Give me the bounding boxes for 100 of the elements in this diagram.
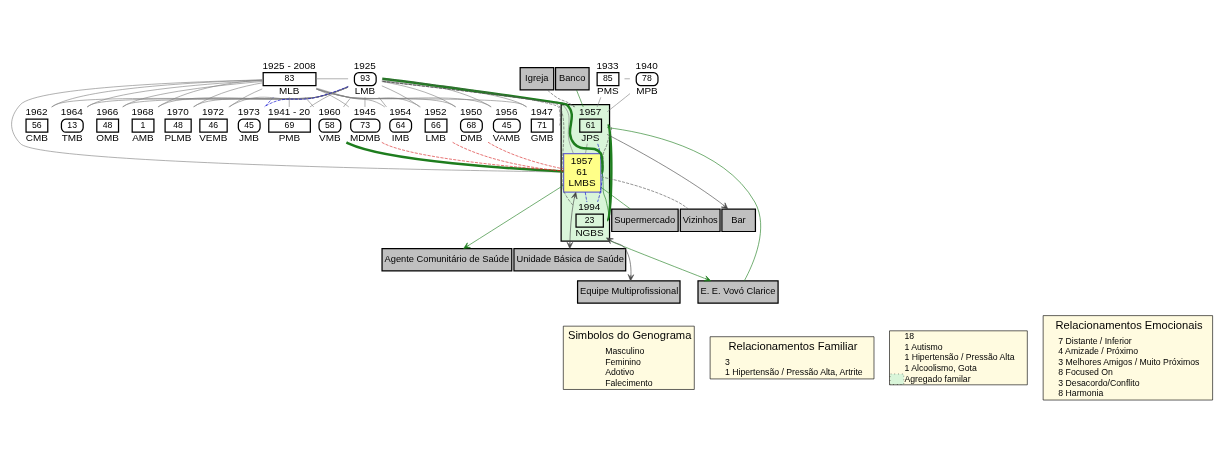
node-label: VEMB xyxy=(199,131,228,143)
connector xyxy=(597,143,603,203)
connector xyxy=(378,97,387,108)
connector xyxy=(11,79,564,173)
node-box: 93 xyxy=(353,71,377,87)
node-label: CMB xyxy=(25,131,48,143)
node-box: 61 xyxy=(579,118,603,133)
node-label: 1960 xyxy=(318,106,341,118)
node-box: 83 xyxy=(262,71,317,87)
node-label: TMB xyxy=(61,131,83,143)
legend-label: Agregado familar xyxy=(904,373,971,384)
legend-label: Feminino xyxy=(605,356,641,367)
node-label: 1941 - 20 xyxy=(268,106,311,118)
connector xyxy=(309,86,349,108)
node-label: DMB xyxy=(460,131,483,143)
arrow xyxy=(606,134,729,210)
node-box: 85 xyxy=(596,71,620,87)
node-label: 1947 xyxy=(530,106,553,118)
node-box: 66 xyxy=(424,118,448,133)
node-box: 69 xyxy=(268,118,311,133)
node-label: 1952 xyxy=(424,106,447,118)
legend-label: 18 xyxy=(904,331,915,342)
node-box: 68 xyxy=(459,118,483,133)
connector xyxy=(193,82,263,108)
node-label: PLMB xyxy=(164,131,192,143)
node-label: PMB xyxy=(278,131,301,143)
node-label: 1973 xyxy=(237,106,260,118)
node-label: 1925 xyxy=(353,59,376,71)
node-label: 1994 xyxy=(578,201,601,213)
node-label: 1966 xyxy=(96,106,119,118)
connector xyxy=(193,86,349,108)
arrow xyxy=(606,237,635,282)
legend-label: 1 Hipertensão / Pressão Alta xyxy=(904,352,1015,363)
node-label: 1940 xyxy=(635,59,658,71)
node-label: PMS xyxy=(597,85,619,97)
legend-label: 1 Autismo xyxy=(904,341,943,352)
arrow xyxy=(606,237,712,282)
connector xyxy=(304,97,315,108)
node-label: 1972 xyxy=(202,106,225,118)
node-label: 1945 xyxy=(353,106,376,118)
connector xyxy=(228,86,349,108)
node-label: GMB xyxy=(530,131,554,143)
legend-label: 3 Melhores Amigos / Muito Próximos xyxy=(1058,356,1200,367)
node-box: Vizinhos xyxy=(679,208,721,233)
node-box: 64 xyxy=(389,118,413,133)
node-box: 45 xyxy=(492,118,521,133)
connector xyxy=(229,88,263,108)
connector xyxy=(316,88,457,108)
node-label: OMB xyxy=(96,131,119,143)
node-box: Banco xyxy=(554,67,590,91)
connector xyxy=(381,81,576,108)
legend-label: 8 Focused On xyxy=(1058,367,1113,378)
connector xyxy=(382,77,604,174)
legend-label: 3 xyxy=(725,356,730,367)
node-box: 48 xyxy=(96,118,120,133)
node-box: 1957 61 LMBS xyxy=(563,153,602,193)
legend-label: 1 Alcoolismo, Gota xyxy=(904,362,977,373)
connector xyxy=(316,88,527,108)
node-box: Equipe Multiprofissional xyxy=(576,280,681,304)
connector xyxy=(316,87,386,108)
node-box: 58 xyxy=(318,118,342,133)
node-label: 1950 xyxy=(459,106,483,118)
node-label: 1970 xyxy=(166,106,189,118)
node-label: 1957 xyxy=(579,106,602,118)
connector xyxy=(487,141,564,170)
arrow xyxy=(463,185,564,249)
connector xyxy=(381,81,574,206)
node-box: 1 xyxy=(131,118,155,133)
connector xyxy=(381,85,420,108)
connector xyxy=(288,97,290,108)
node-label: LMB xyxy=(354,85,376,97)
connector xyxy=(585,143,588,154)
connector xyxy=(601,172,610,221)
legend-label: Falecimento xyxy=(605,377,653,388)
node-box: 73 xyxy=(350,118,381,133)
connector xyxy=(264,86,349,108)
connector xyxy=(122,81,263,108)
node-box: 23 xyxy=(575,213,604,228)
node-box: Supermercado xyxy=(611,208,679,233)
connector xyxy=(381,142,564,172)
legend-label: 8 Harmonia xyxy=(1058,388,1104,399)
node-box: E. E. Vovó Clarice xyxy=(697,280,779,304)
connector xyxy=(547,89,575,108)
node-label: AMB xyxy=(132,131,154,143)
connector xyxy=(264,97,274,108)
node-label: 1964 xyxy=(60,106,83,118)
connector xyxy=(157,86,349,108)
node-label: JMB xyxy=(238,131,259,143)
connector xyxy=(343,97,352,108)
connector xyxy=(382,78,561,126)
node-label: NGBS xyxy=(575,226,604,238)
node-label: JPS xyxy=(581,131,600,143)
legend-label: 3 Desacordo/Conflito xyxy=(1058,377,1140,388)
node-box: Agente Comunitário de Saúde xyxy=(381,247,513,272)
node-label: LMB xyxy=(425,131,446,143)
connector xyxy=(316,78,349,80)
node-box: 46 xyxy=(199,118,228,133)
connector xyxy=(315,88,421,108)
legend-label: 1 Hipertensão / Pressão Alta, Artrite xyxy=(725,367,863,378)
connector xyxy=(606,93,631,113)
